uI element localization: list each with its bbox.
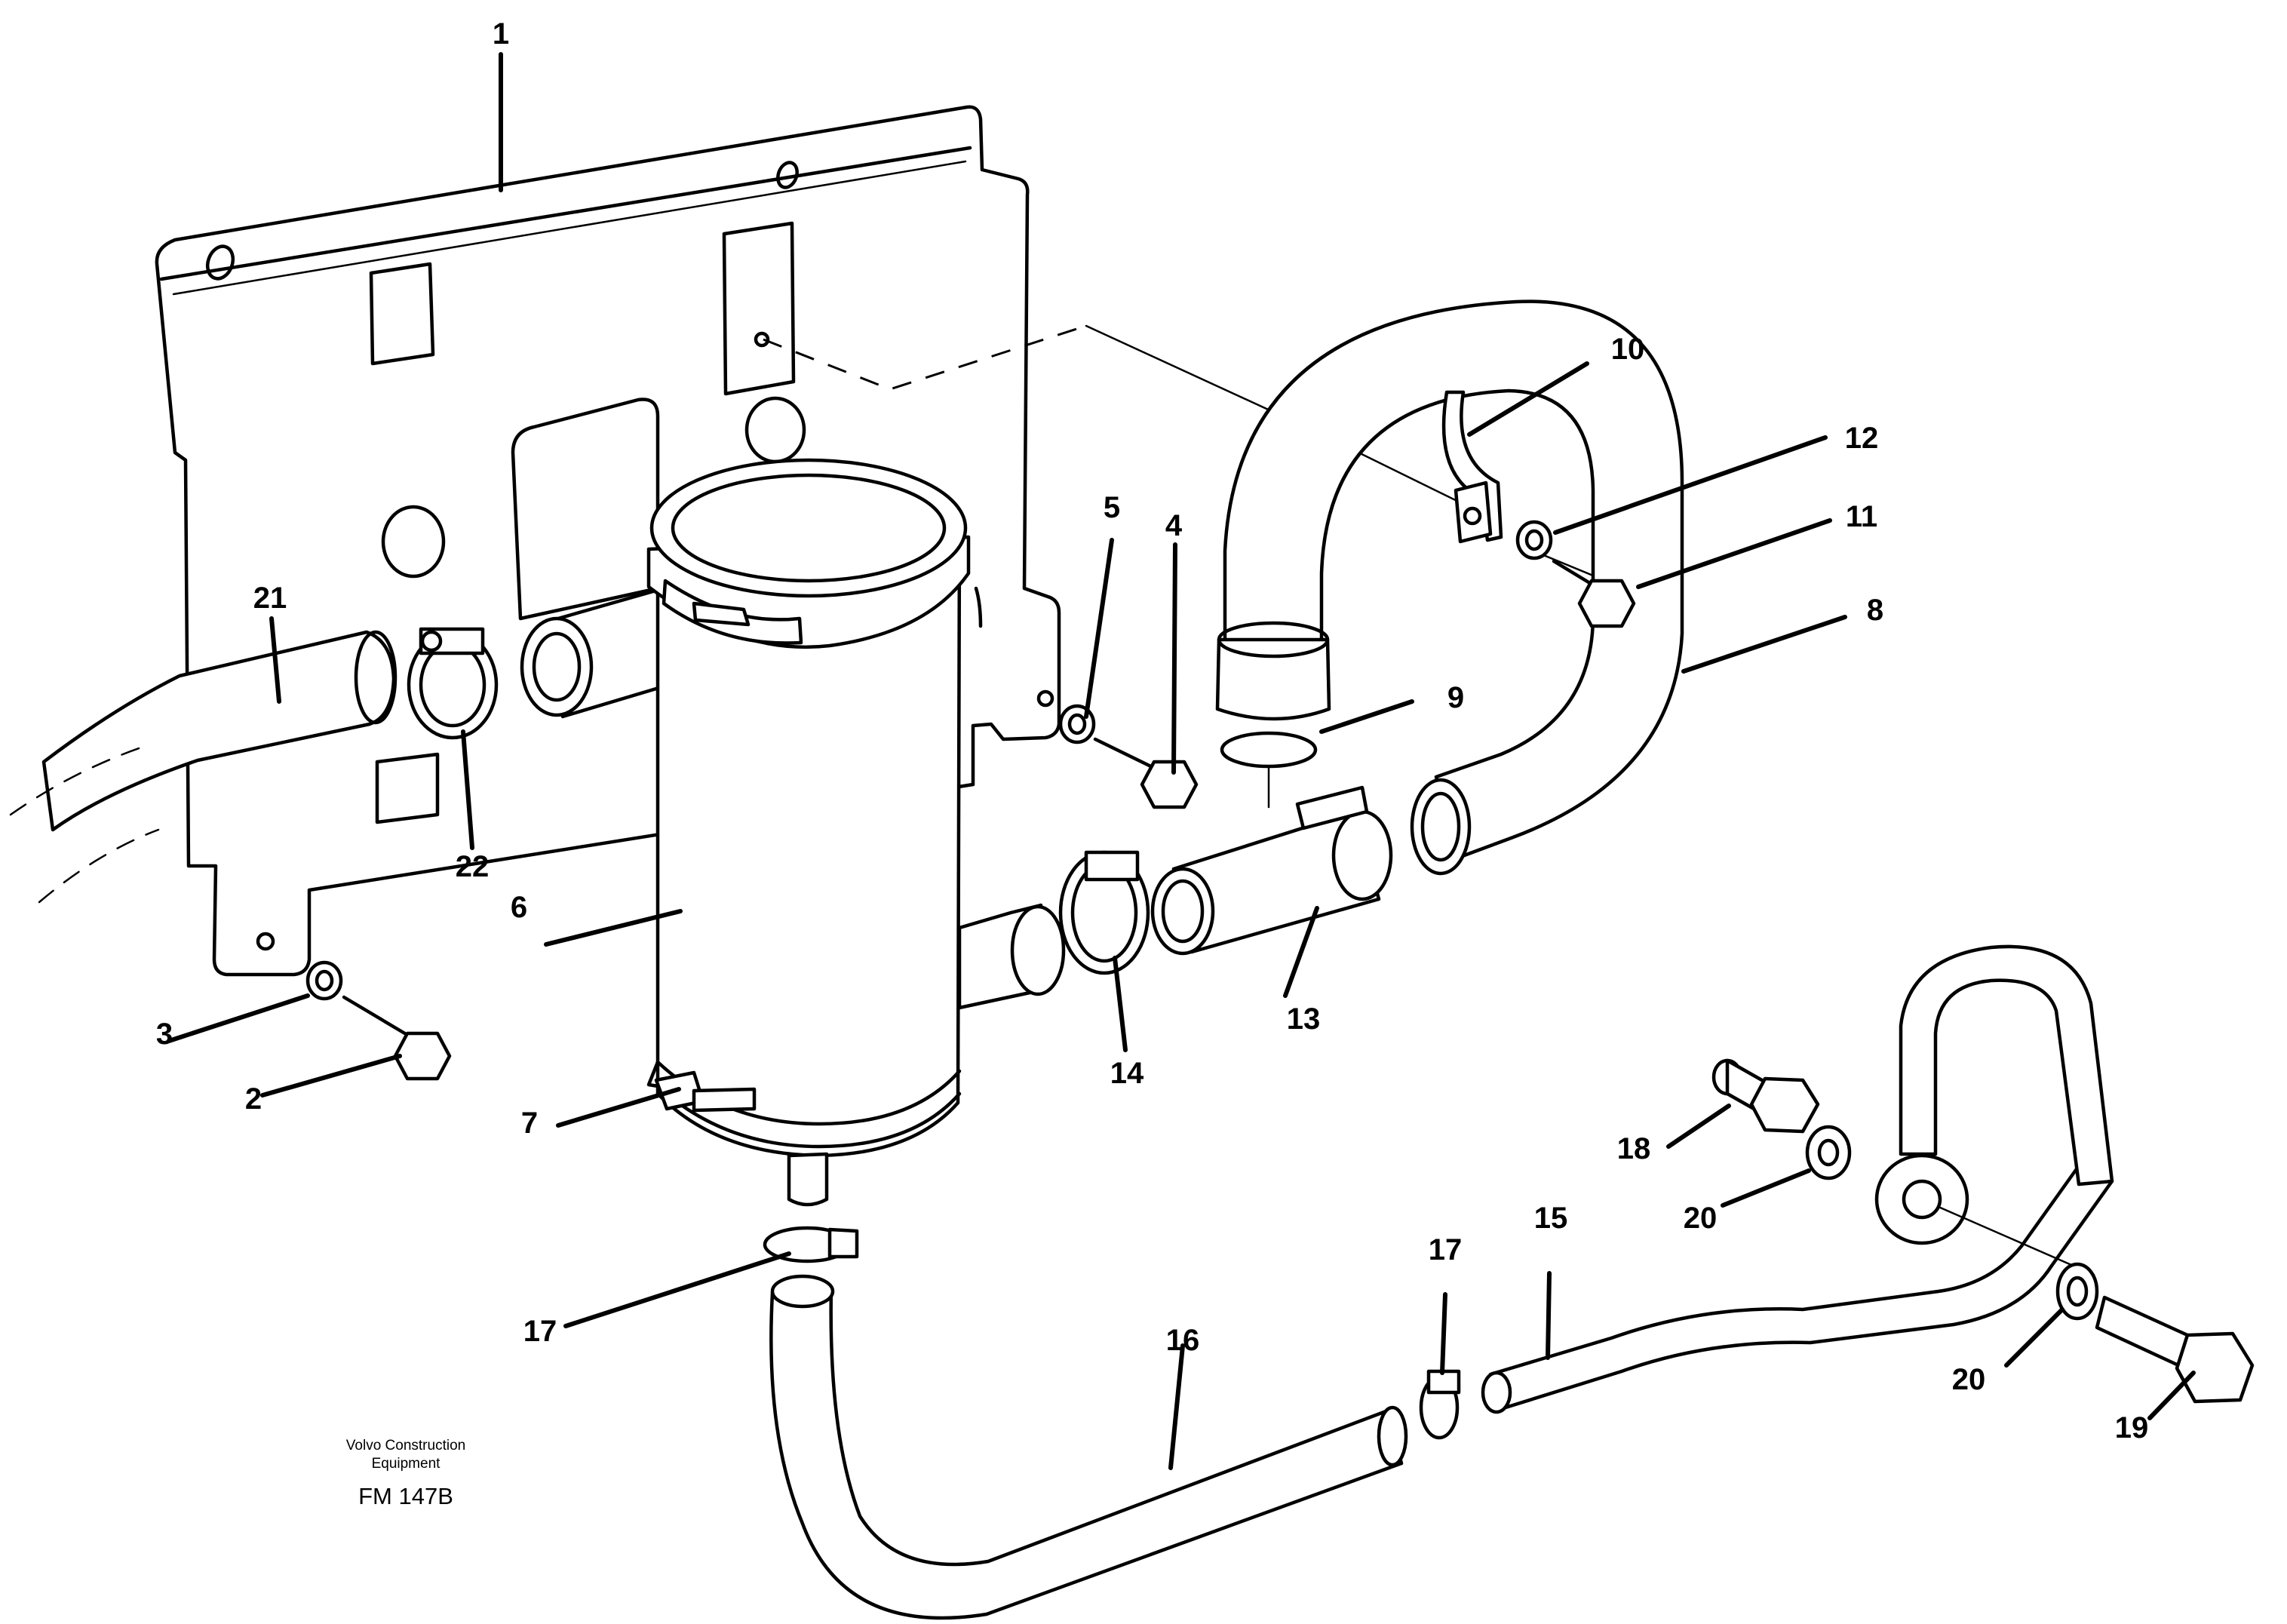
drain-hose bbox=[769, 1274, 1408, 1620]
hose-clamp-22 bbox=[407, 627, 499, 740]
callout-4: 4 bbox=[1165, 509, 1183, 542]
callout-3: 3 bbox=[156, 1018, 173, 1051]
connector-hose bbox=[1150, 785, 1393, 956]
callout-5: 5 bbox=[1104, 491, 1120, 524]
hose-clamp-14 bbox=[1058, 850, 1150, 975]
bolt-2 bbox=[342, 995, 452, 1081]
caption-company: Volvo Construction bbox=[346, 1438, 465, 1454]
leader-lines bbox=[167, 52, 2196, 1470]
callout-8: 8 bbox=[1867, 594, 1883, 627]
sealing-washer-20 bbox=[2055, 1262, 2099, 1321]
routing-line bbox=[763, 324, 1087, 391]
elbow-hose bbox=[1215, 299, 1684, 876]
hose-clamp-17 bbox=[1419, 1369, 1461, 1440]
adapter-nipple bbox=[1711, 1058, 1820, 1134]
callout-6: 6 bbox=[511, 891, 527, 924]
banjo-bolt bbox=[2095, 1295, 2255, 1404]
callout-22: 22 bbox=[456, 850, 490, 883]
caption-figure-code: FM 147B bbox=[358, 1483, 453, 1509]
intake-hose bbox=[9, 630, 398, 904]
washer-12 bbox=[1515, 520, 1553, 560]
callout-14: 14 bbox=[1110, 1057, 1144, 1090]
filter-side-outlet bbox=[957, 903, 1066, 1010]
sealing-washer-20 bbox=[1805, 1125, 1852, 1180]
callout-9: 9 bbox=[1447, 681, 1464, 714]
callout-2: 2 bbox=[245, 1082, 262, 1116]
bolt-11 bbox=[1552, 559, 1636, 628]
callout-19: 19 bbox=[2115, 1411, 2149, 1444]
air-cleaner-body bbox=[646, 458, 971, 1207]
callout-18: 18 bbox=[1617, 1132, 1651, 1165]
callout-15: 15 bbox=[1534, 1202, 1568, 1235]
callout-7: 7 bbox=[521, 1107, 538, 1140]
callout-17: 17 bbox=[1429, 1233, 1463, 1266]
callout-21: 21 bbox=[253, 582, 287, 615]
callout-labels: 1 2 3 4 5 6 7 8 9 10 11 12 13 14 15 16 1… bbox=[156, 17, 2148, 1444]
callout-1: 1 bbox=[493, 17, 509, 51]
callout-20: 20 bbox=[1952, 1363, 1986, 1396]
caption-company-line2: Equipment bbox=[372, 1456, 441, 1472]
figure-caption: Volvo Construction Equipment FM 147B bbox=[346, 1438, 465, 1509]
callout-20: 20 bbox=[1684, 1202, 1718, 1235]
o-ring bbox=[1220, 731, 1318, 769]
hose-bracket bbox=[1441, 390, 1503, 544]
bolt-4 bbox=[1093, 737, 1199, 809]
drain-pipe bbox=[1481, 944, 2114, 1414]
callout-17: 17 bbox=[523, 1315, 557, 1348]
callout-10: 10 bbox=[1611, 333, 1645, 366]
callout-13: 13 bbox=[1287, 1002, 1321, 1036]
washer-3 bbox=[305, 960, 343, 1001]
callout-12: 12 bbox=[1845, 422, 1879, 455]
callout-11: 11 bbox=[1846, 500, 1877, 533]
callout-16: 16 bbox=[1166, 1324, 1200, 1357]
